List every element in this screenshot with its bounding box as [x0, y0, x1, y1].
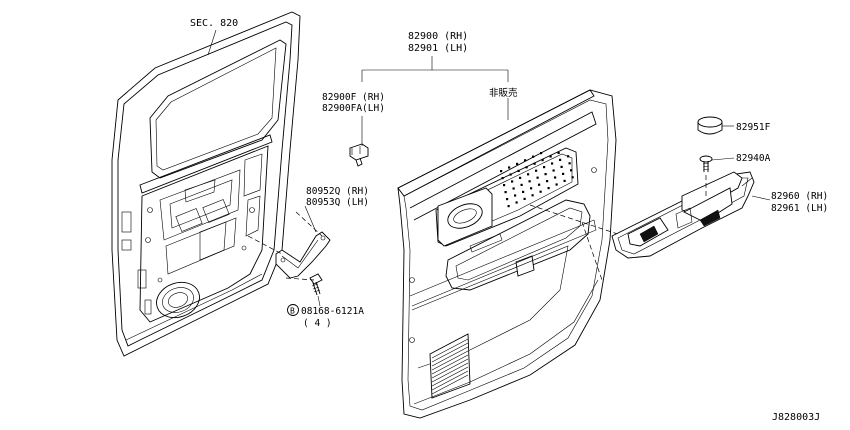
perforation-dot	[528, 180, 531, 183]
perforation-dot	[562, 172, 565, 175]
perforation-dot	[540, 152, 543, 155]
perforation-dot	[539, 190, 542, 193]
perforation-dot	[519, 176, 522, 179]
perforation-dot	[571, 176, 574, 179]
bracket-dash-2	[295, 211, 323, 237]
label-pull-rh: 82960 (RH)	[771, 191, 828, 202]
screw-leader	[711, 157, 735, 161]
perforation-dot	[524, 159, 527, 162]
perforation-dot	[570, 169, 573, 172]
bolt-leader	[317, 295, 321, 307]
perforation-dot	[557, 151, 560, 154]
perforation-dot	[504, 191, 507, 194]
perforation-dot	[543, 166, 546, 169]
screw	[699, 155, 713, 172]
perforation-dot	[544, 173, 547, 176]
door-trim-panel	[397, 89, 617, 419]
perforation-dot	[527, 173, 530, 176]
label-not-sold: 非販売	[489, 87, 518, 99]
perforation-dot	[511, 180, 514, 183]
door-frame	[111, 11, 301, 357]
perforation-dot	[536, 176, 539, 179]
perforation-dot	[507, 205, 510, 208]
assy-leader	[361, 56, 509, 120]
perforation-dot	[516, 162, 519, 165]
perforation-dot	[560, 165, 563, 168]
perforation-dot	[538, 183, 541, 186]
label-bolt-part: 08168-6121A	[301, 306, 364, 317]
speaker-grille	[431, 338, 469, 395]
label-bolt-qty: ( 4 )	[303, 318, 332, 329]
perforation-dot	[549, 155, 552, 158]
perforation-dot	[512, 187, 515, 190]
perforation-dot	[506, 198, 509, 201]
perforation-dot	[514, 194, 517, 197]
perforation-dot	[532, 155, 535, 158]
bracket-dash-3	[285, 277, 315, 281]
perforation-dot	[535, 169, 538, 172]
bracket-dash-1	[247, 235, 283, 255]
perforation-dot	[554, 176, 557, 179]
perforation-dot	[555, 183, 558, 186]
pull-handle	[611, 171, 755, 259]
perforation-dot	[530, 187, 533, 190]
pull-dash-2	[581, 221, 603, 281]
perforation-dot	[533, 162, 536, 165]
perforation-dot	[525, 166, 528, 169]
perforation-dot	[520, 183, 523, 186]
perforation-dot	[508, 166, 511, 169]
pull-leader	[751, 195, 771, 201]
sec-leader	[207, 29, 217, 56]
clip	[349, 143, 369, 167]
perforation-dot	[568, 162, 571, 165]
perforation-dot	[531, 194, 534, 197]
bracket-leader	[304, 205, 317, 233]
perforation-dot	[551, 162, 554, 165]
perforation-dot	[546, 180, 549, 183]
diagram-id: J828003J	[772, 412, 820, 423]
bracket	[275, 231, 331, 279]
label-assy-rh: 82900 (RH)	[408, 31, 468, 42]
perforation-dot	[547, 187, 550, 190]
label-clip-rh: 82900F (RH)	[322, 92, 385, 103]
label-cap: 82951F	[736, 122, 771, 133]
perforation-dot	[501, 177, 504, 180]
label-screw: 82940A	[736, 153, 771, 164]
perforation-dot	[563, 179, 566, 182]
bolt-code-circle: B	[287, 304, 299, 316]
bolt	[309, 273, 323, 296]
label-sec-820: SEC. 820	[190, 18, 238, 29]
cap	[697, 116, 723, 135]
perforation-dots	[500, 151, 574, 208]
perforation-dot	[523, 197, 526, 200]
perforation-dot	[500, 170, 503, 173]
perforation-dot	[509, 173, 512, 176]
label-clip-lh: 82900FA(LH)	[322, 103, 385, 114]
label-assy-lh: 82901 (LH)	[408, 43, 468, 54]
perforation-dot	[515, 201, 518, 204]
perforation-dot	[517, 169, 520, 172]
label-pull-lh: 82961 (LH)	[771, 203, 828, 214]
perforation-dot	[559, 158, 562, 161]
perforation-dot	[541, 159, 544, 162]
perforation-dot	[567, 155, 570, 158]
label-bracket-lh: 80953Q (LH)	[306, 197, 369, 208]
label-bracket-rh: 80952Q (RH)	[306, 186, 369, 197]
label-bolt-code: B	[290, 307, 295, 316]
perforation-dot	[503, 184, 506, 187]
perforation-dot	[552, 169, 555, 172]
perforation-dot	[522, 190, 525, 193]
